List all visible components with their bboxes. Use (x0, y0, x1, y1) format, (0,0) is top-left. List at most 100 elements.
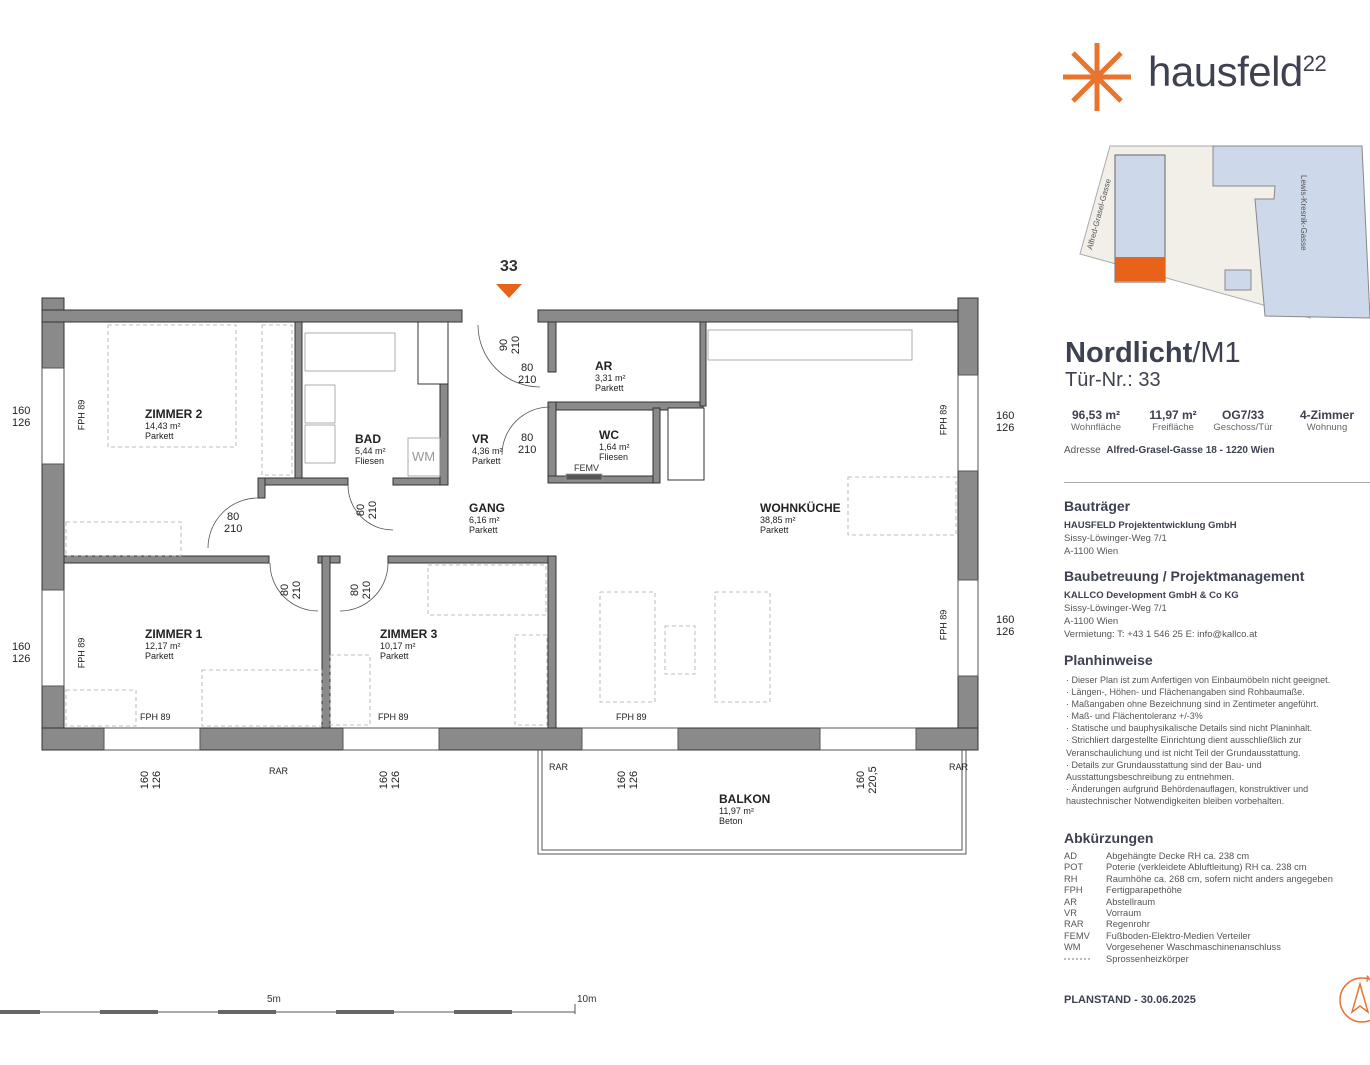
wall-wc-south (547, 475, 661, 484)
room-name: WC (599, 428, 619, 442)
scale-label-5m: 5m (267, 994, 281, 1005)
fph-label: FPH 89 (938, 609, 949, 641)
fph-label: FPH 89 (938, 404, 949, 436)
room-area: 14,43 m² (145, 421, 181, 431)
room-name: AR (595, 359, 613, 373)
brand-logo: hausfeld22 (1148, 48, 1327, 95)
entrance-marker-icon (496, 284, 522, 298)
rar-label: RAR (549, 762, 569, 772)
floor-plan-drawing (0, 284, 979, 1014)
room-floor: Parkett (595, 383, 624, 393)
room-area: 4,36 m² (472, 446, 503, 456)
wall-east (957, 297, 979, 751)
fph-label: FPH 89 (76, 399, 87, 431)
room-name: GANG (469, 501, 505, 515)
room-name: ZIMMER 3 (380, 627, 438, 641)
fph-label: FPH 89 (140, 712, 171, 722)
room-area: 38,85 m² (760, 515, 796, 525)
wall-zimmer1-zimmer3 (321, 555, 331, 729)
planhinweise-list: · Dieser Plan ist zum Anfertigen von Ein… (1066, 675, 1331, 806)
wall-ar-west (547, 321, 557, 373)
washing-machine-label: WM (412, 449, 436, 464)
bautraeger-title: Bauträger (1064, 498, 1131, 514)
room-floor: Parkett (469, 525, 498, 535)
room-area: 10,17 m² (380, 641, 416, 651)
wall-zimmer2-bad (294, 321, 303, 483)
room-area: 11,97 m² (719, 806, 754, 816)
rar-label: RAR (949, 762, 969, 772)
baubetreuung-title: Baubetreuung / Projektmanagement (1064, 568, 1305, 584)
door-number-title: Tür-Nr.: 33 (1065, 369, 1161, 391)
balcony-outline (537, 750, 967, 855)
room-floor: Beton (719, 816, 743, 826)
unit-title: Nordlicht/M1 (1065, 337, 1241, 369)
room-name: BALKON (719, 792, 771, 806)
room-area: 12,17 m² (145, 641, 181, 651)
room-floor: Parkett (145, 651, 174, 661)
unit-highlight (1115, 257, 1165, 281)
femv-label: FEMV (574, 463, 600, 473)
fph-label: FPH 89 (378, 712, 409, 722)
room-floor: Parkett (472, 456, 501, 466)
planhinweise-title: Planhinweise (1064, 652, 1153, 668)
room-floor: Parkett (760, 525, 789, 535)
street-label-right: Lewis-Kresnik-Gasse (1299, 175, 1308, 251)
scale-label-10m: 10m (577, 994, 597, 1005)
room-name: ZIMMER 2 (145, 407, 203, 421)
wall-north-right (537, 309, 979, 323)
room-name: WOHNKÜCHE (760, 501, 841, 515)
room-name: ZIMMER 1 (145, 627, 203, 641)
fph-label: FPH 89 (616, 712, 647, 722)
room-floor: Fliesen (355, 456, 385, 466)
brand-asterisk-icon (1063, 43, 1131, 111)
room-name: BAD (355, 432, 381, 446)
planstand: PLANSTAND - 30.06.2025 (1064, 994, 1196, 1006)
wall-north-left (41, 309, 463, 323)
shaft (417, 321, 449, 385)
room-floor: Fliesen (599, 452, 629, 462)
divider (1064, 482, 1370, 483)
room-area: 5,44 m² (355, 446, 386, 456)
wall-south (41, 727, 979, 751)
room-area: 6,16 m² (469, 515, 500, 525)
wall-zimmer3-north (387, 555, 557, 564)
wall-zimmer2-south (63, 555, 270, 564)
room-area: 3,31 m² (595, 373, 626, 383)
radiator-symbol-icon (1064, 954, 1106, 965)
door-number: 33 (500, 258, 518, 275)
svg-text:N: N (1366, 974, 1370, 984)
room-area: 1,64 m² (599, 442, 630, 452)
rar-label: RAR (269, 766, 289, 776)
room-floor: Parkett (145, 431, 174, 441)
